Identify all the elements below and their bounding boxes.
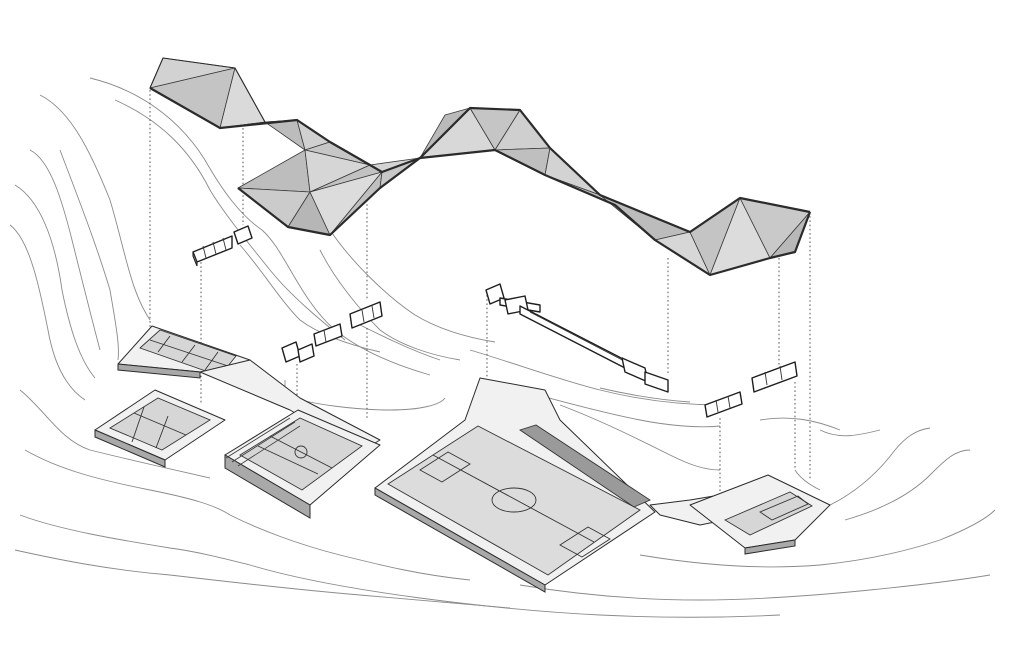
building-module-3-corridor (485, 283, 669, 393)
building-module-2 (281, 301, 383, 363)
building-module-1 (192, 225, 253, 267)
ground-platforms (94, 325, 831, 593)
building-module-4 (704, 361, 798, 418)
folded-roof-canopy (149, 57, 812, 277)
bleacher-hatch (225, 417, 301, 467)
grandstand-hatch (518, 424, 651, 508)
